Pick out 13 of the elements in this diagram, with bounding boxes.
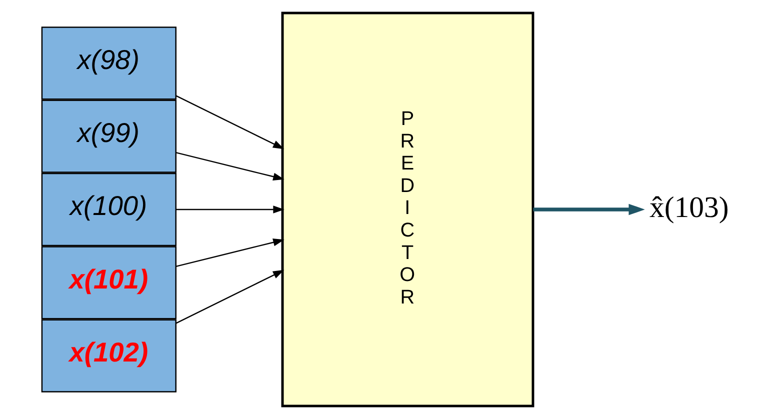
arrow xyxy=(176,238,284,268)
node-box: P R E D I C T O R xyxy=(281,12,534,408)
arrow xyxy=(176,270,284,324)
arrow xyxy=(176,95,284,150)
node-box: x(99) xyxy=(41,100,176,173)
node-text: x̂(103) xyxy=(650,191,729,224)
node-box: x(101) xyxy=(41,246,176,320)
arrow xyxy=(533,204,645,216)
node-box: x(98) xyxy=(41,26,176,100)
node-box: x(102) xyxy=(41,319,176,392)
arrow xyxy=(176,206,284,214)
node-box: x(100) xyxy=(41,172,176,246)
arrow xyxy=(176,152,284,180)
